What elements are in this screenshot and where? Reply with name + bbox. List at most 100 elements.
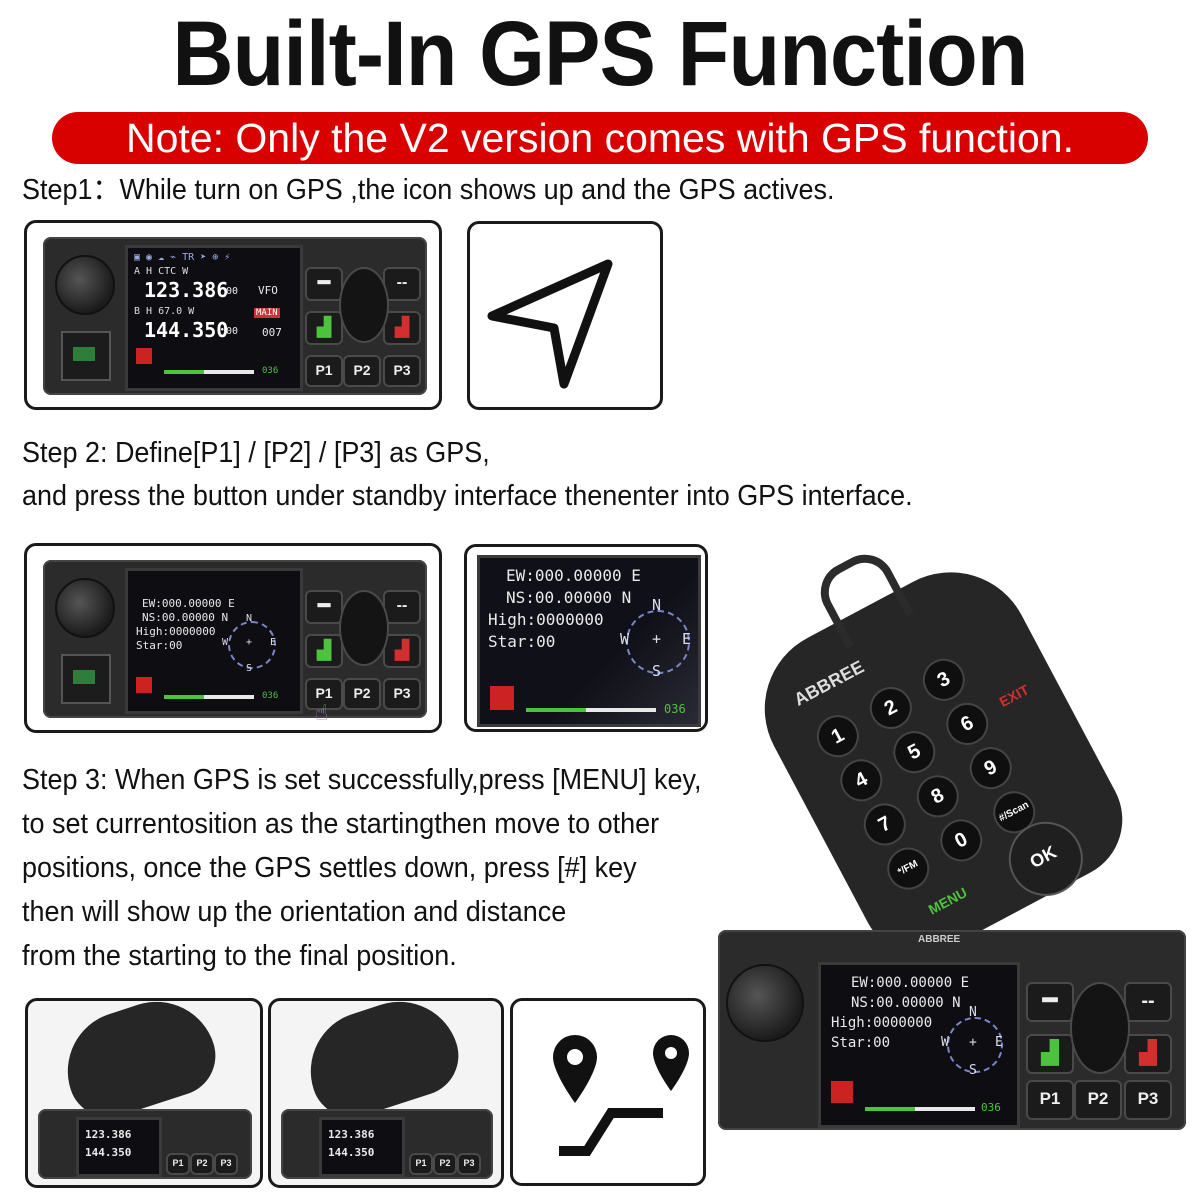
- signal-bar: [865, 1107, 975, 1111]
- volume-knob[interactable]: [55, 578, 115, 638]
- dash-button[interactable]: --: [1124, 982, 1172, 1022]
- freq-a: 123.386: [328, 1128, 375, 1141]
- dpad-ring[interactable]: [1070, 982, 1130, 1074]
- hangup-button[interactable]: ▟: [383, 311, 421, 345]
- p3-button[interactable]: P3: [214, 1153, 238, 1175]
- key-9[interactable]: 9: [962, 739, 1020, 797]
- standby-screen: ▣ ◉ ☁ ⌁ TR ➤ ⊕ ⚡ A H CTC W 123.386 00 VF…: [125, 245, 303, 391]
- key-8[interactable]: 8: [909, 767, 967, 825]
- menu-key[interactable]: MENU: [925, 884, 970, 918]
- compass-center: +: [246, 637, 253, 648]
- p3-button[interactable]: P3: [457, 1153, 481, 1175]
- key-0[interactable]: 0: [932, 812, 990, 869]
- compass-center: +: [969, 1035, 977, 1050]
- compass-center: +: [652, 630, 662, 648]
- p3-button[interactable]: P3: [1124, 1080, 1172, 1120]
- call-button[interactable]: ▟: [1026, 1034, 1074, 1074]
- volume-knob[interactable]: [55, 255, 115, 315]
- key-3[interactable]: 3: [915, 651, 973, 709]
- minus-button[interactable]: ━: [305, 267, 343, 301]
- mini-radio: 123.386 144.350 P1 P2 P3: [38, 1109, 252, 1179]
- key-7[interactable]: 7: [856, 796, 914, 853]
- step2-gps-frame: EW:000.00000 E NS:00.00000 N High:000000…: [464, 544, 708, 732]
- page-title: Built-In GPS Function: [172, 3, 1028, 105]
- handheld-mic: ABBREE 1 2 3 4 5 6 7 8 9 0 */FM #/Scan E…: [736, 544, 1144, 976]
- compass-n: N: [969, 1005, 977, 1020]
- compass-n: N: [246, 613, 253, 624]
- step3-photo1-frame: 123.386 144.350 P1 P2 P3: [25, 998, 263, 1188]
- counter: 036: [664, 702, 686, 716]
- key-2[interactable]: 2: [862, 679, 920, 737]
- key-fm[interactable]: */FM: [879, 840, 937, 898]
- main-radio: ABBREE EW:000.00000 E NS:00.00000 N High…: [718, 930, 1186, 1130]
- gps-high: High:0000000: [831, 1015, 933, 1031]
- volume-knob[interactable]: [726, 964, 804, 1042]
- p3-button[interactable]: P3: [383, 678, 421, 710]
- p1-button[interactable]: P1: [409, 1153, 433, 1175]
- compass-s: S: [246, 663, 253, 674]
- step3-icon-frame: [510, 998, 706, 1186]
- line-a: A H CTC W: [134, 266, 189, 277]
- p2-button[interactable]: P2: [343, 678, 381, 710]
- fan-icon: [136, 677, 152, 693]
- minus-button[interactable]: ━: [1026, 982, 1074, 1022]
- freq-a: 123.386: [85, 1128, 132, 1141]
- p2-button[interactable]: P2: [1074, 1080, 1122, 1120]
- compass-w: W: [941, 1035, 949, 1050]
- freq-b-small: 00: [226, 326, 239, 337]
- hangup-button[interactable]: ▟: [383, 634, 421, 668]
- freq-b: 144.350: [328, 1146, 375, 1159]
- gps-ns: NS:00.00000 N: [142, 611, 229, 624]
- step3-line4: then will show up the orientation and di…: [22, 896, 567, 928]
- signal-bar-fill: [865, 1107, 915, 1111]
- gps-screen-large: EW:000.00000 E NS:00.00000 N High:000000…: [477, 555, 701, 727]
- counter: 036: [262, 366, 279, 376]
- radio-brand: ABBREE: [918, 934, 961, 945]
- step1-icon-frame: [467, 221, 663, 410]
- navigation-arrow-icon: [487, 259, 613, 389]
- signal-bar-fill: [164, 370, 204, 374]
- status-icons-row: ▣ ◉ ☁ ⌁ TR ➤ ⊕ ⚡: [134, 252, 231, 263]
- minus-button[interactable]: ━: [305, 590, 343, 624]
- signal-bar: [164, 695, 254, 699]
- hangup-button[interactable]: ▟: [1124, 1034, 1172, 1074]
- gps-ew: EW:000.00000 E: [506, 566, 641, 585]
- p1-button[interactable]: P1: [305, 355, 343, 387]
- p2-button[interactable]: P2: [343, 355, 381, 387]
- step2-line2: and press the button under standby inter…: [22, 480, 913, 512]
- call-button[interactable]: ▟: [305, 311, 343, 345]
- version-note-banner: Note: Only the V2 version comes with GPS…: [52, 112, 1148, 164]
- dpad-ring[interactable]: [339, 267, 389, 343]
- mic-port: [61, 331, 111, 381]
- gps-ns: NS:00.00000 N: [506, 588, 632, 607]
- mini-screen: 123.386 144.350: [319, 1117, 405, 1177]
- key-6[interactable]: 6: [938, 695, 996, 753]
- radio-body: EW:000.00000 E NS:00.00000 N High:000000…: [43, 560, 427, 725]
- compass: [626, 610, 690, 674]
- line-b: B H 67.0 W: [134, 306, 195, 317]
- dash-button[interactable]: --: [383, 590, 421, 624]
- key-1[interactable]: 1: [809, 707, 867, 765]
- radio-body: ▣ ◉ ☁ ⌁ TR ➤ ⊕ ⚡ A H CTC W 123.386 00 VF…: [43, 237, 427, 395]
- p2-button[interactable]: P2: [190, 1153, 214, 1175]
- p1-button[interactable]: P1: [305, 678, 343, 710]
- key-4[interactable]: 4: [832, 751, 890, 809]
- compass: [947, 1017, 1003, 1073]
- counter: 036: [981, 1101, 1001, 1114]
- gps-screen-main: EW:000.00000 E NS:00.00000 N High:000000…: [818, 962, 1020, 1128]
- dash-button[interactable]: --: [383, 267, 421, 301]
- p3-button[interactable]: P3: [383, 355, 421, 387]
- p2-button[interactable]: P2: [433, 1153, 457, 1175]
- signal-bar: [164, 370, 254, 374]
- p1-button[interactable]: P1: [1026, 1080, 1074, 1120]
- exit-key[interactable]: EXIT: [996, 681, 1032, 711]
- p1-button[interactable]: P1: [166, 1153, 190, 1175]
- gps-high: High:0000000: [488, 610, 604, 629]
- call-button[interactable]: ▟: [305, 634, 343, 668]
- dpad-ring[interactable]: [339, 590, 389, 666]
- gps-star: Star:00: [488, 632, 556, 651]
- freq-b: 144.350: [144, 318, 229, 342]
- compass-e: E: [270, 637, 277, 648]
- key-5[interactable]: 5: [885, 723, 943, 781]
- fan-icon: [136, 348, 152, 364]
